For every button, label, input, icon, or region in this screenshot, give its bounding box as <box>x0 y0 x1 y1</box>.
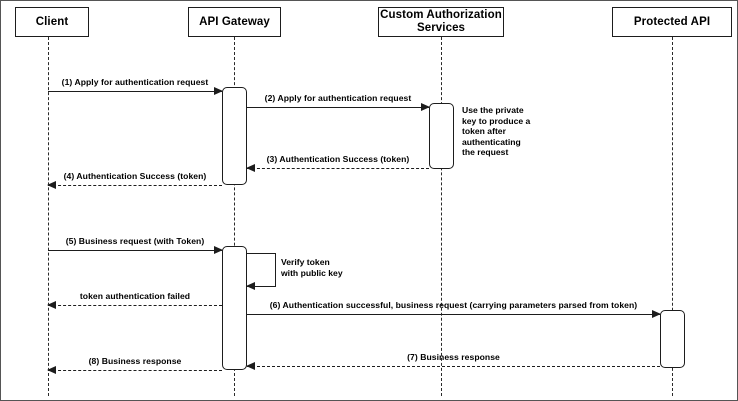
message-label-m6: (6) Authentication successful, business … <box>269 300 638 310</box>
message-label-m4: (4) Authentication Success (token) <box>63 171 207 181</box>
message-arrowhead-m4 <box>47 180 56 189</box>
participant-header-gateway: API Gateway <box>188 7 281 37</box>
activation-bar-gateway-act-2 <box>222 246 247 370</box>
lifeline-auth <box>441 37 442 396</box>
message-line-m3 <box>247 168 429 169</box>
message-arrowhead-m7 <box>246 361 255 370</box>
message-line-m6 <box>247 314 660 315</box>
activation-bar-api-act-1 <box>660 310 685 368</box>
message-label-m2: (2) Apply for authentication request <box>264 93 412 103</box>
message-label-m1: (1) Apply for authentication request <box>61 77 209 87</box>
participant-header-auth: Custom Authorization Services <box>378 7 504 37</box>
message-line-m1 <box>48 91 222 92</box>
message-label-m8: (8) Business response <box>88 356 182 366</box>
message-arrowhead-m2 <box>421 102 430 111</box>
self-message-s1 <box>246 253 276 290</box>
lifeline-client <box>48 37 49 396</box>
message-arrowhead-m8 <box>47 365 56 374</box>
activation-bar-gateway-act-1 <box>222 87 247 185</box>
message-line-m7 <box>247 366 660 367</box>
message-line-m5 <box>48 250 222 251</box>
message-arrowhead-m-fail <box>47 300 56 309</box>
message-line-m-fail <box>48 305 222 306</box>
message-arrowhead-m6 <box>652 309 661 318</box>
activation-bar-auth-act-1 <box>429 103 454 169</box>
message-line-m4 <box>48 185 222 186</box>
message-label-m-fail: token authentication failed <box>79 291 191 301</box>
self-message-side-line-s1 <box>275 253 276 286</box>
message-line-m2 <box>247 107 429 108</box>
participant-header-api: Protected API <box>612 7 732 37</box>
lifeline-api <box>672 37 673 396</box>
diagram-note-n1: Use the private key to produce a token a… <box>462 105 531 158</box>
self-message-label-s1: Verify token with public key <box>281 257 343 278</box>
self-message-top-line-s1 <box>247 253 276 254</box>
self-message-arrowhead-s1 <box>246 281 255 290</box>
message-line-m8 <box>48 370 222 371</box>
message-arrowhead-m1 <box>214 86 223 95</box>
message-label-m3: (3) Authentication Success (token) <box>266 154 410 164</box>
participant-header-client: Client <box>15 7 89 37</box>
lifeline-gateway <box>234 37 235 396</box>
message-arrowhead-m5 <box>214 245 223 254</box>
message-label-m5: (5) Business request (with Token) <box>65 236 205 246</box>
self-message-bottom-line-s1 <box>247 286 276 287</box>
message-label-m7: (7) Business response <box>407 352 500 362</box>
message-arrowhead-m3 <box>246 163 255 172</box>
